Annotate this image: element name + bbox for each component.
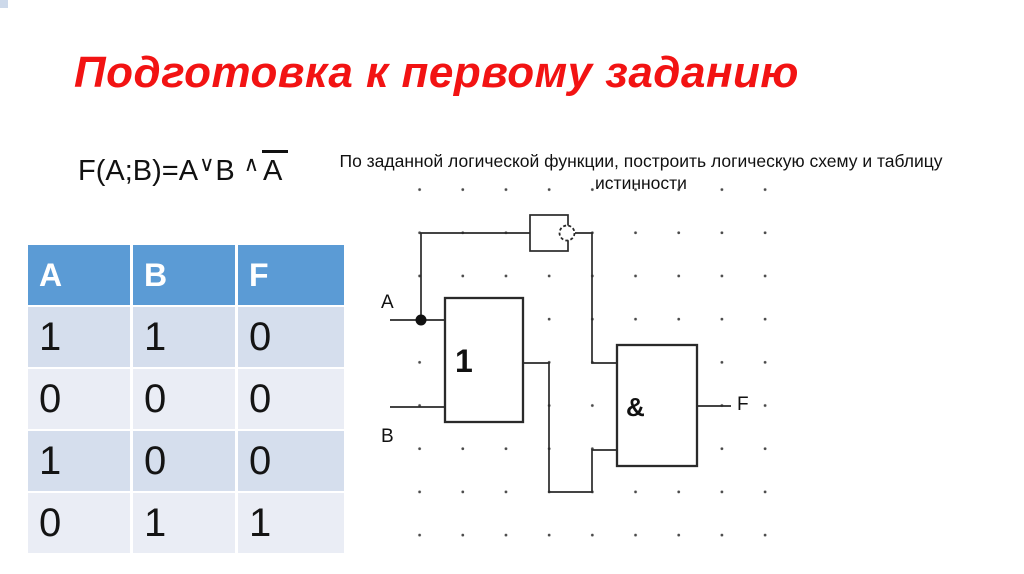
table-cell: 1 [238, 493, 347, 555]
header-cell-b: B [133, 245, 238, 307]
or-gate [443, 296, 525, 424]
logic-formula: F(A;B)=A∨B ∧A [78, 150, 289, 188]
table-cell: 0 [238, 431, 347, 493]
header-cell-f: F [238, 245, 347, 307]
table-row: 1 1 0 [28, 307, 347, 369]
table-cell: 0 [238, 307, 347, 369]
formula-prefix: F(A;B)=A [78, 155, 199, 187]
table-cell: 1 [133, 493, 238, 555]
table-cell: 0 [28, 369, 133, 431]
and-gate [615, 343, 699, 468]
table-row: 0 1 1 [28, 493, 347, 555]
or-operator: ∨ [199, 153, 215, 177]
junction-dot [415, 314, 427, 326]
input-a-label: A [381, 292, 394, 313]
header-cell-a: A [28, 245, 133, 307]
or-gate-label: 1 [455, 343, 473, 379]
inverter-bubble-icon [558, 224, 576, 242]
wire-a-to-not [420, 232, 530, 320]
wire-or-to-and [523, 362, 617, 493]
wire-not-to-and [575, 232, 617, 364]
task-line-1: По заданной логической функции, построит… [339, 151, 943, 171]
table-cell: 1 [28, 431, 133, 493]
table-cell: 0 [28, 493, 133, 555]
table-cell: 1 [28, 307, 133, 369]
output-f-label: F [737, 394, 749, 415]
and-gate-label: & [626, 392, 645, 422]
truth-table: A B F 1 1 0 0 0 0 1 0 0 0 1 1 [28, 245, 347, 555]
input-b-label: B [381, 426, 394, 447]
table-cell: 0 [238, 369, 347, 431]
and-operator: ∧ [243, 153, 260, 177]
table-row: 1 0 0 [28, 431, 347, 493]
table-cell: 0 [133, 431, 238, 493]
truth-table-header-row: A B F [28, 245, 347, 307]
table-row: 0 0 0 [28, 369, 347, 431]
slide-corner-decoration [0, 0, 8, 8]
table-cell: 0 [133, 369, 238, 431]
slide-title: Подготовка к первому заданию [74, 48, 799, 97]
formula-mid: B [215, 155, 235, 187]
table-cell: 1 [133, 307, 238, 369]
negated-variable: A [262, 150, 289, 186]
